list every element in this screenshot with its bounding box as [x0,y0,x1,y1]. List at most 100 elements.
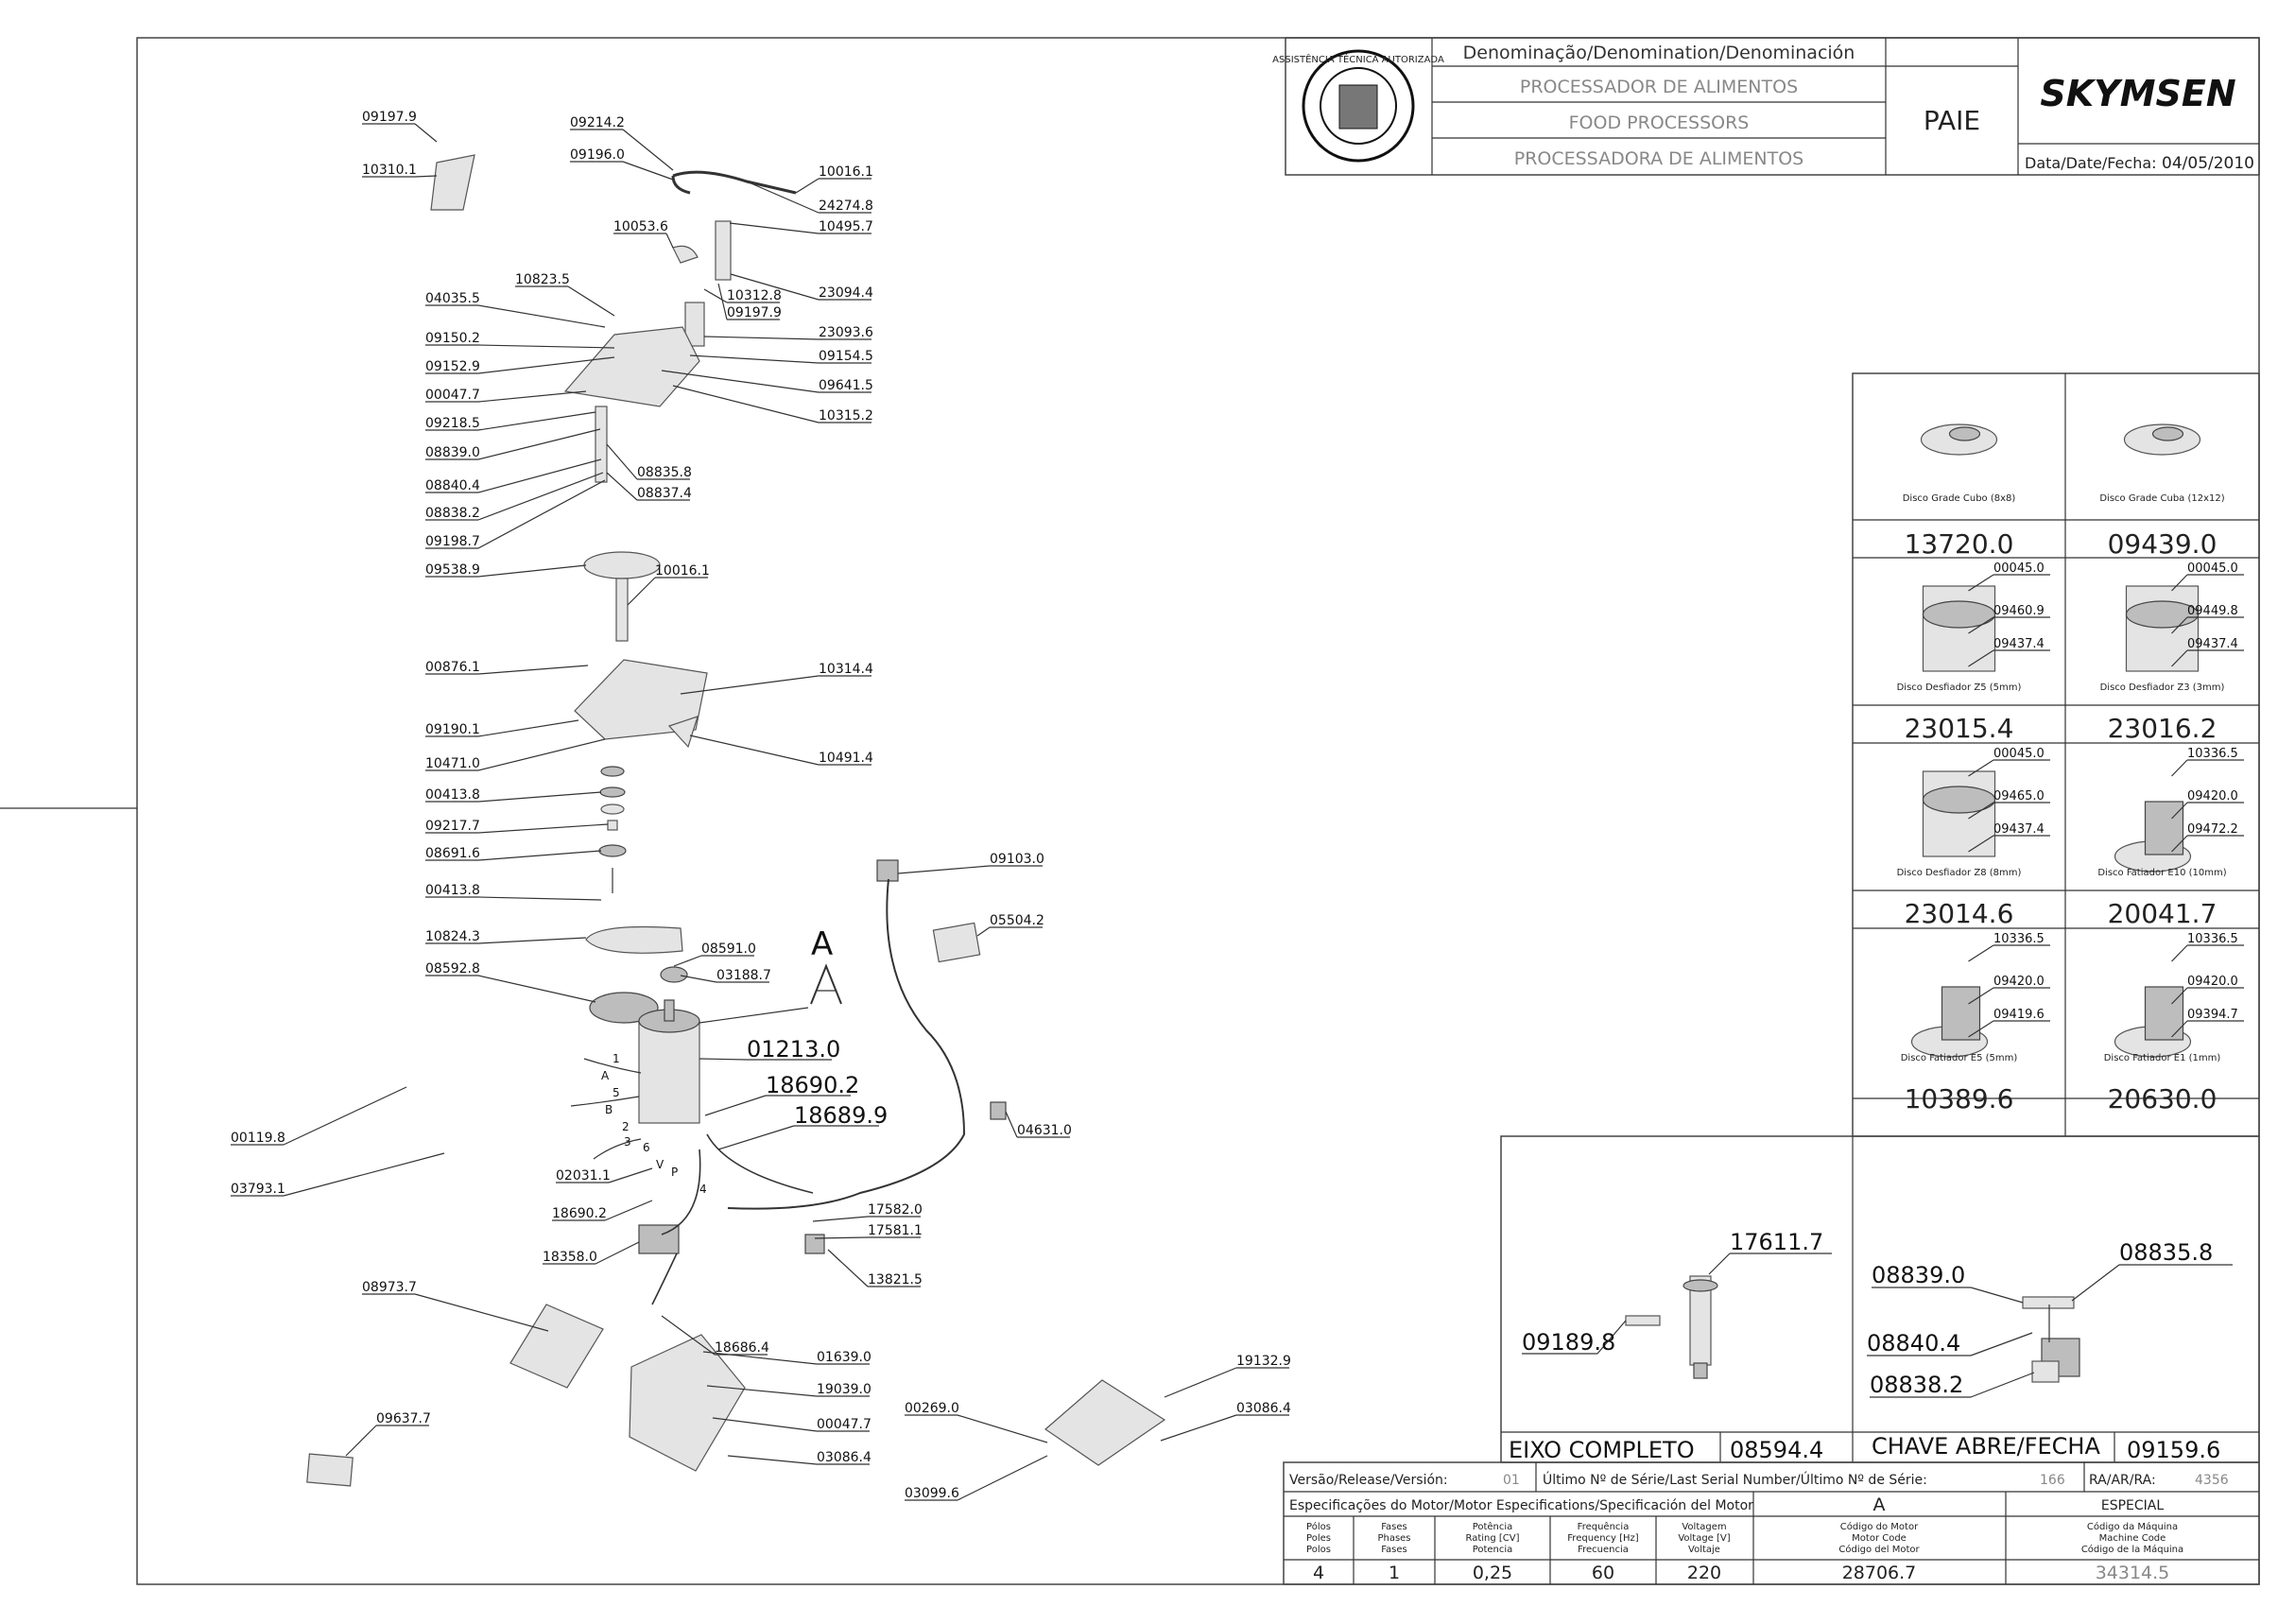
leader-line [1160,1414,1237,1442]
spec-value: 60 [1592,1563,1614,1583]
leader-line [699,1058,748,1061]
part-label: 09196.0 [570,147,625,163]
model-code: PAIE [1924,105,1980,136]
axle-assembly-code: 08594.4 [1730,1437,1823,1463]
leader-line [477,791,602,803]
leader-line [689,734,820,766]
part-label: 01213.0 [747,1036,840,1063]
leader-line [2171,802,2188,820]
leader-line [606,443,638,480]
name-en: FOOD PROCESSORS [1569,112,1750,133]
part-label: 00047.7 [817,1417,871,1432]
leader-line [2171,835,2188,853]
leader-line [661,370,820,393]
leader-line [1968,944,1994,962]
part-label: 09217.7 [425,819,480,834]
part-label: 00119.8 [231,1131,285,1146]
leader-line [1968,1020,1994,1038]
part-label: 23093.6 [819,325,873,340]
leader-line [414,123,438,143]
motor-spec-heading: Especificações do Motor/Motor Especifica… [1289,1498,1753,1513]
accessory-part-label: 09394.7 [2187,1008,2238,1022]
leader-line [730,273,820,301]
part-label: 03793.1 [231,1182,285,1197]
part-label: 08973.7 [362,1280,417,1295]
part-label: 08592.8 [425,961,480,976]
leader-line [717,283,728,320]
leader-line [1968,759,1994,777]
part-label: 03086.4 [817,1450,871,1465]
axle-part-label: 09189.8 [1522,1329,1615,1356]
serial-label: Último Nº de Série/Last Serial Number/Úl… [1543,1471,1927,1488]
part-label: 08838.2 [425,506,480,521]
leader-line [477,564,587,578]
part-label: 04631.0 [1017,1123,1072,1138]
spec-table: Versão/Release/Versión: 01 Último Nº de … [1283,1461,2260,1585]
part-label: 03188.7 [716,968,771,983]
part-label: 09150.2 [425,331,480,346]
leader-line [477,896,602,901]
spec-header: Potencia [1473,1545,1513,1555]
leader-line [712,1417,818,1432]
part-label: 09641.5 [819,378,873,393]
leader-line [704,1095,767,1116]
part-label: 18690.2 [552,1206,607,1221]
leader-line [477,850,602,861]
denomination-label: Denominação/Denomination/Denominación [1463,43,1855,63]
leader-line [477,937,587,944]
part-label: 02031.1 [556,1168,611,1183]
spec-header: Frecuencia [1578,1545,1629,1555]
exploded-view [306,154,1166,1487]
part-label: 18689.9 [794,1102,888,1129]
leader-line [477,472,604,521]
leader-line [680,975,717,983]
leader-line [2171,987,2188,1005]
spec-value: 4 [1313,1563,1324,1583]
winding-mark: 5 [613,1086,620,1099]
part-label: 03099.6 [905,1486,959,1501]
winding-mark: 6 [643,1141,650,1154]
leader-line [673,955,702,967]
part-label: 24274.8 [819,199,873,214]
accessory-code: 23016.2 [2108,713,2217,744]
part-label: 18686.4 [715,1340,769,1356]
part-label: 00047.7 [425,388,480,403]
part-label: 19132.9 [1236,1354,1291,1369]
accessory-part-label: 09437.4 [1993,822,2045,837]
leader-line [795,178,820,194]
spec-value: 0,25 [1473,1563,1512,1583]
leader-line [746,181,820,214]
accessory-code: 10389.6 [1905,1083,2014,1114]
leader-line [661,1315,716,1356]
accessory-part-label: 09420.0 [1993,975,2045,989]
accessory-description: Disco Grade Cubo (8x8) [1903,493,2016,504]
leader-lines [231,123,1289,1501]
part-label: 09637.7 [376,1411,431,1426]
disc-blade-ring [1922,786,1996,814]
spec-header: Machine Code [2099,1533,2166,1544]
spec-header: Fases [1381,1522,1407,1532]
switch-part-label: 08835.8 [2119,1239,2213,1266]
spec-header: Rating [CV] [1465,1533,1519,1544]
accessory-part-label: 09420.0 [2187,975,2238,989]
leader-line [622,129,674,171]
spec-header: Voltagem [1682,1522,1726,1532]
leader-line [729,222,820,234]
name-pt: PROCESSADOR DE ALIMENTOS [1520,77,1798,97]
leader-line [702,1351,818,1365]
leader-line [680,675,820,695]
part-label: 09190.1 [425,722,480,737]
part-label: 09197.9 [362,110,417,125]
switch-part-label: 08838.2 [1870,1372,1963,1398]
leader-line [2171,1020,2188,1038]
leader-line [827,1249,869,1287]
part-label: 10823.5 [515,272,570,287]
leader-line [703,288,728,303]
leader-line [477,665,589,675]
leader-line [672,385,820,423]
brand-logo: SKYMSEN [2040,73,2235,114]
part-label: 19039.0 [817,1382,871,1397]
axle-assembly-title: EIXO COMPLETO [1509,1437,1695,1463]
accessory-code: 13720.0 [1905,528,2014,560]
